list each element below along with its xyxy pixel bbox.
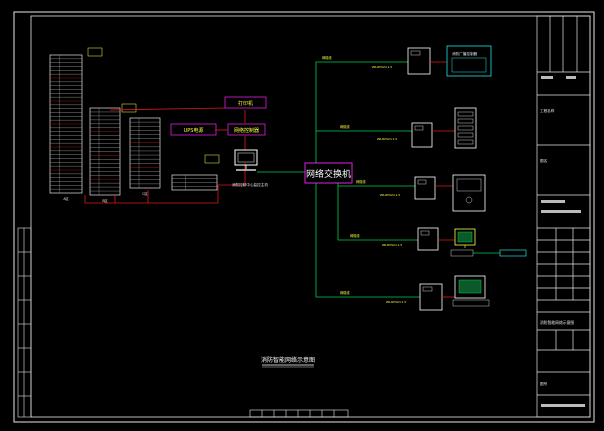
branch-label: 网络线 bbox=[350, 233, 360, 238]
panel-tag bbox=[121, 103, 137, 113]
ups-box bbox=[170, 123, 217, 136]
panel-label: A区 bbox=[63, 197, 69, 201]
terminal-panel bbox=[129, 117, 161, 189]
branch-cable-note: ZR-RVS2×1.5 bbox=[372, 65, 392, 69]
center-boxes: 打印机 UPS电源 网络控制器 bbox=[170, 96, 267, 136]
fire-panel-icon bbox=[452, 174, 486, 212]
branch-cable-note: ZR-RVS2×1.5 bbox=[377, 137, 397, 141]
title-block-mark bbox=[541, 76, 553, 79]
network-switch bbox=[304, 162, 353, 184]
panel-label: C区 bbox=[142, 192, 148, 196]
branch-label: 网络线 bbox=[322, 55, 332, 60]
branch-label: 网络线 bbox=[340, 290, 350, 295]
branch-label: 网络线 bbox=[356, 179, 366, 184]
printer-label: 打印机 bbox=[238, 100, 253, 107]
drawing-name: 消防智能网络示意图 bbox=[540, 320, 574, 325]
branch-cable-note: ZR-RVS2×1.5 bbox=[380, 193, 400, 197]
drawing-number-label: 图号 bbox=[540, 381, 548, 386]
printer-box bbox=[224, 96, 267, 109]
monitor-host-label: 消防控制中心监控主机 bbox=[232, 182, 268, 187]
switch-label: 网络交换机 bbox=[306, 168, 351, 180]
branch-label: 网络线 bbox=[340, 124, 350, 129]
branch-labels: 网络线 ZR-RVS2×1.5 网络线 ZR-RVS2×1.5 网络线 ZR-RVS2×1… bbox=[322, 55, 406, 304]
broadcast-controller-label: 消防广播控制器 bbox=[452, 51, 478, 56]
display-icon bbox=[454, 228, 476, 248]
title-block-mark bbox=[541, 404, 585, 407]
server-cabinet-icon bbox=[454, 107, 477, 149]
computer-monitor-icon bbox=[234, 149, 258, 171]
title-block-mark bbox=[541, 210, 581, 213]
red-bus bbox=[84, 107, 246, 204]
outer-frame bbox=[13, 11, 595, 423]
bottom-strip bbox=[249, 409, 349, 418]
controller-box bbox=[227, 123, 266, 136]
panel-group: A区 B区 C区 bbox=[49, 47, 220, 203]
branch-cable-note: ZR-RVS2×1.5 bbox=[382, 243, 402, 247]
title-block-mark bbox=[566, 76, 576, 79]
branch-cable-note: ZR-RVS2×1.5 bbox=[386, 300, 406, 304]
title-block bbox=[536, 15, 591, 418]
panel-tag bbox=[204, 154, 220, 164]
device-5 bbox=[419, 275, 490, 311]
green-trunk bbox=[315, 61, 420, 298]
drawing-label: 图名 bbox=[540, 158, 548, 163]
broadcast-controller bbox=[446, 45, 492, 77]
panel-label: B区 bbox=[102, 199, 108, 203]
device-4 bbox=[417, 227, 527, 257]
ups-label: UPS电源 bbox=[184, 127, 204, 134]
controller-label: 网络控制器 bbox=[234, 127, 259, 134]
device-2 bbox=[411, 107, 477, 149]
project-label: 工程名称 bbox=[540, 108, 555, 113]
title-block-mark bbox=[541, 200, 565, 203]
device-1: 消防广播控制器 bbox=[407, 45, 492, 77]
title-block-text: 工程名称 图名 消防智能网络示意图 图号 bbox=[540, 76, 585, 407]
panel-tag bbox=[87, 47, 103, 57]
left-binding-strip bbox=[17, 227, 32, 418]
device-3 bbox=[414, 174, 486, 212]
diagram-title: 消防智能网络示意图 bbox=[261, 356, 315, 364]
